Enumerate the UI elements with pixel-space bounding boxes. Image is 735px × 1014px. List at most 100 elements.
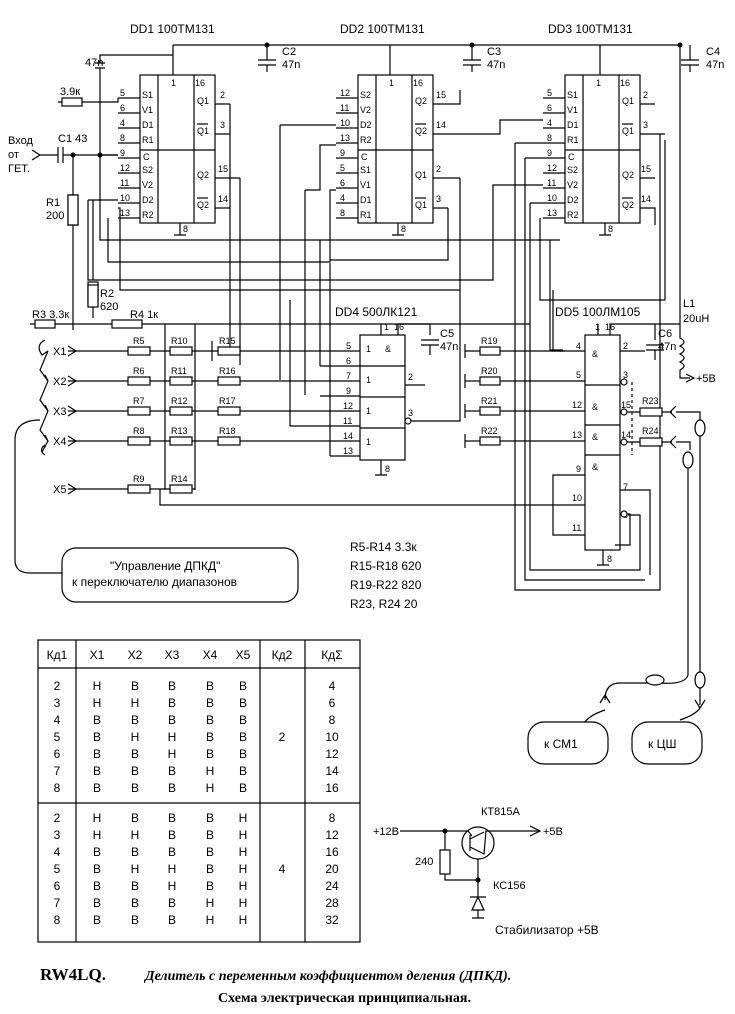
- table-cell: Н: [239, 845, 248, 859]
- table-cell: В: [93, 764, 101, 778]
- resistor-r3: [34, 319, 56, 329]
- svg-text:Q1: Q1: [197, 96, 209, 106]
- c1-label: C1 43: [58, 133, 87, 145]
- table-cell: В: [206, 730, 214, 744]
- r1-label: R1: [46, 197, 60, 209]
- svg-text:14: 14: [436, 120, 446, 130]
- svg-text:1: 1: [596, 78, 601, 88]
- plus5v-out: +5В: [696, 373, 716, 385]
- table-cell: В: [168, 764, 176, 778]
- table-cell: В: [93, 913, 101, 927]
- x1-label: X1: [53, 346, 66, 358]
- svg-text:Q1: Q1: [415, 170, 427, 180]
- table-cell: В: [168, 845, 176, 859]
- svg-text:V2: V2: [567, 180, 578, 190]
- table-cell: В: [168, 828, 176, 842]
- note-r23-r24: R23, R24 20: [350, 597, 418, 611]
- svg-text:12: 12: [547, 163, 557, 173]
- svg-text:R13: R13: [171, 426, 188, 436]
- svg-text:14: 14: [218, 194, 228, 204]
- svg-text:6: 6: [547, 103, 552, 113]
- table-cell: В: [93, 713, 101, 727]
- table-cell: В: [93, 747, 101, 761]
- r19-r22-group: R19 R20 R21 R22: [464, 336, 565, 448]
- table-header-cell: КдΣ: [321, 648, 342, 662]
- table-cell: В: [168, 781, 176, 795]
- svg-text:8: 8: [401, 224, 406, 234]
- c6-label: C6: [658, 328, 672, 340]
- svg-text:12: 12: [572, 400, 582, 410]
- dd3-title: DD3 100ТМ131: [548, 22, 633, 36]
- svg-text:4: 4: [120, 118, 125, 128]
- table-cell: В: [168, 896, 176, 910]
- svg-text:R6: R6: [133, 366, 145, 376]
- svg-text:7: 7: [346, 371, 351, 381]
- table-cell: Н: [168, 747, 177, 761]
- svg-text:8: 8: [183, 224, 188, 234]
- svg-text:2: 2: [436, 164, 441, 174]
- svg-text:Q2: Q2: [622, 170, 634, 180]
- resistor-r2: [87, 284, 99, 308]
- svg-text:7: 7: [623, 482, 628, 492]
- svg-text:16: 16: [620, 78, 630, 88]
- c3-value: 47n: [487, 59, 505, 71]
- svg-text:11: 11: [340, 103, 349, 113]
- x5-label: X5: [53, 484, 66, 496]
- svg-text:11: 11: [343, 416, 352, 426]
- c4-label: C4: [706, 46, 720, 58]
- svg-text:1: 1: [366, 406, 371, 416]
- svg-text:R1: R1: [360, 210, 372, 220]
- svg-text:S2: S2: [142, 165, 153, 175]
- svg-text:8: 8: [608, 224, 613, 234]
- control-box: [61, 547, 299, 603]
- table-cell: В: [239, 713, 247, 727]
- table-cell: Н: [93, 679, 102, 693]
- table-cell: 5: [54, 730, 61, 744]
- table-cell: В: [131, 896, 139, 910]
- table-cell: 4: [54, 845, 61, 859]
- table-header-cell: X5: [236, 648, 251, 662]
- svg-text:1: 1: [366, 437, 371, 447]
- table-cell: 3: [54, 696, 61, 710]
- svg-text:14: 14: [641, 194, 651, 204]
- svg-text:V1: V1: [567, 105, 578, 115]
- svg-text:V2: V2: [360, 105, 371, 115]
- svg-text:1: 1: [171, 78, 176, 88]
- svg-text:12: 12: [120, 163, 130, 173]
- table-cell: 7: [54, 896, 61, 910]
- svg-text:15: 15: [436, 90, 446, 100]
- svg-text:3: 3: [220, 120, 225, 130]
- plus12v-label: +12В: [373, 826, 399, 838]
- svg-text:R21: R21: [481, 396, 498, 406]
- svg-text:3: 3: [436, 194, 441, 204]
- svg-text:8: 8: [607, 554, 612, 564]
- table-cell: В: [131, 713, 139, 727]
- svg-text:S2: S2: [360, 90, 371, 100]
- svg-text:6: 6: [120, 103, 125, 113]
- table-header-cell: Кд2: [272, 648, 293, 662]
- l1-label: L1: [683, 298, 695, 310]
- table-cell: 2: [54, 811, 61, 825]
- table-header-cell: X1: [90, 648, 105, 662]
- svg-text:4: 4: [340, 193, 345, 203]
- dd4-title: DD4 500ЛК121: [335, 305, 418, 319]
- author-callsign: RW4LQ.: [40, 965, 106, 984]
- r-3-9k-label: 3.9к: [60, 86, 80, 98]
- svg-text:R20: R20: [481, 366, 498, 376]
- x3-label: X3: [53, 406, 66, 418]
- svg-text:R11: R11: [171, 366, 187, 376]
- svg-text:16: 16: [195, 78, 205, 88]
- c5-label: C5: [440, 328, 454, 340]
- table-cell: 6: [54, 747, 61, 761]
- svg-text:10: 10: [120, 193, 130, 203]
- input-label-3: ГЕТ.: [8, 163, 30, 175]
- svg-text:R24: R24: [642, 426, 659, 436]
- table-kd2-cell: 4: [279, 862, 286, 876]
- table-cell: В: [93, 730, 101, 744]
- svg-text:V2: V2: [142, 180, 153, 190]
- svg-text:6: 6: [340, 178, 345, 188]
- stabilizer-caption: Стабилизатор +5В: [495, 923, 599, 937]
- kc156-label: КС156: [493, 880, 526, 892]
- table-cell: В: [206, 713, 214, 727]
